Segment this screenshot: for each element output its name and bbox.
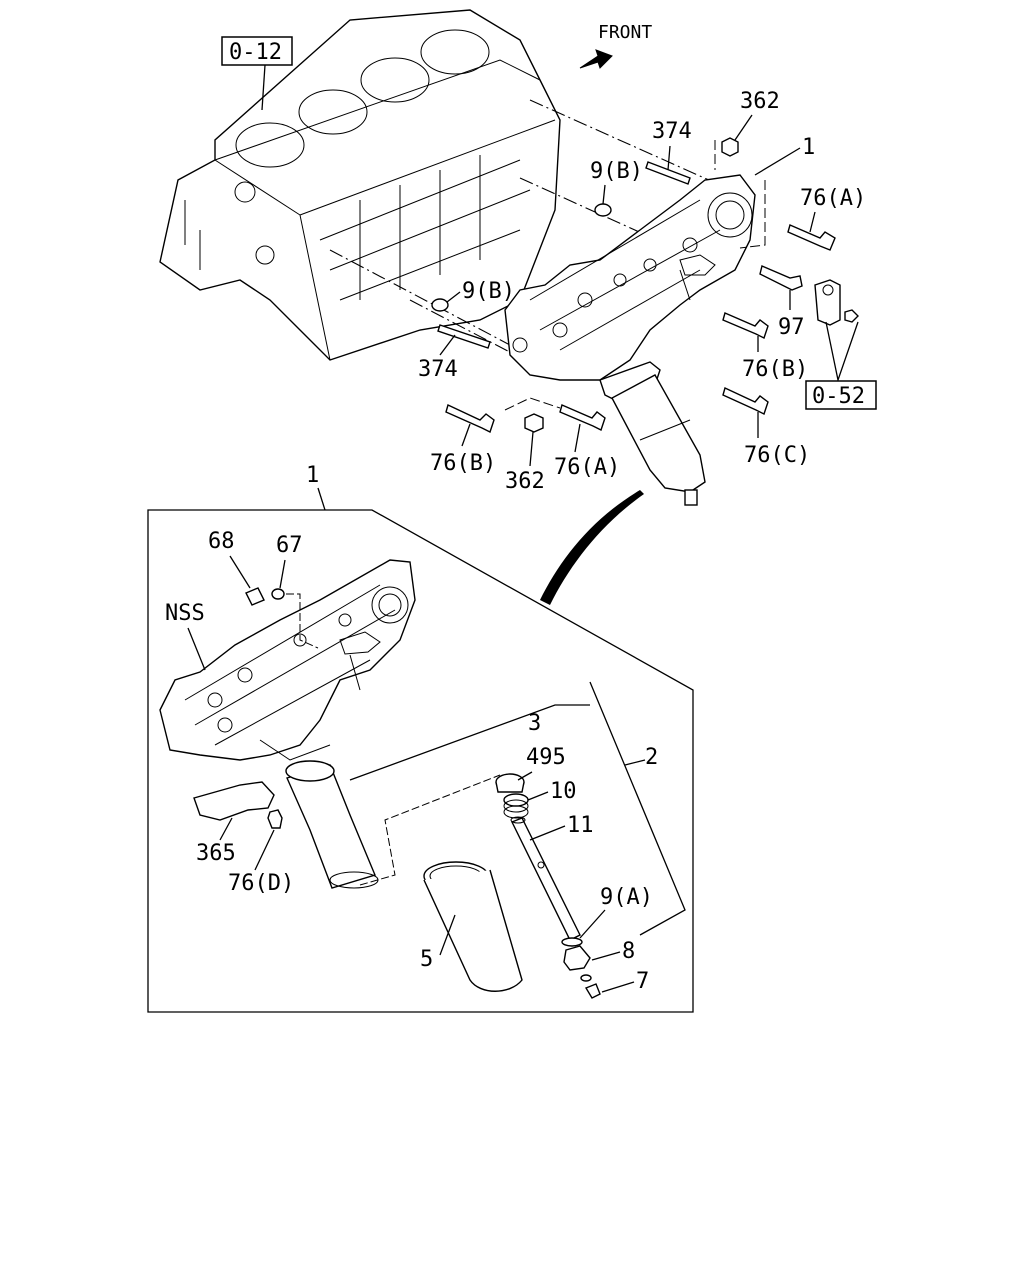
drain-plug-8 (563, 945, 591, 971)
label-nss: NSS (165, 601, 205, 626)
bolt-76c (722, 387, 769, 415)
nut-362-bottom (524, 413, 544, 433)
callout-2: 2 (645, 745, 658, 770)
detail-frame (147, 509, 694, 1013)
callout-76a-right: 76(A) (800, 186, 866, 211)
callout-67: 67 (276, 533, 303, 558)
bracket-365 (193, 781, 275, 821)
callout-365: 365 (196, 841, 236, 866)
oil-cooler-assembly (504, 174, 756, 506)
stud-97 (759, 265, 803, 291)
engine-block (159, 9, 561, 361)
front-label: FRONT (598, 22, 652, 43)
ref-0-52-label: 0-52 (812, 384, 865, 409)
callout-1-top: 1 (802, 135, 815, 160)
oring-9b-mid (431, 298, 449, 312)
oil-cooler-detail (159, 559, 416, 761)
bolt-76b-right (722, 312, 769, 339)
bolt-76a-bottom (559, 404, 606, 431)
stud-374-mid (437, 324, 491, 349)
filter-case-5 (423, 861, 523, 992)
plug-68 (245, 587, 265, 606)
cap-495 (495, 773, 525, 793)
callout-97: 97 (778, 315, 805, 340)
pipe-11 (510, 816, 581, 941)
filter-element-3 (285, 760, 379, 889)
callout-362-top: 362 (740, 89, 780, 114)
callout-362-bottom: 362 (505, 469, 545, 494)
callout-10: 10 (550, 779, 577, 804)
callout-9b-top: 9(B) (590, 159, 643, 184)
callout-8: 8 (622, 939, 635, 964)
front-arrow-icon (579, 49, 613, 69)
spring-10 (503, 793, 529, 819)
stud-374-top (645, 161, 691, 185)
callout-5: 5 (420, 947, 433, 972)
ref-box-0-52[interactable]: 0-52 (805, 380, 877, 410)
ref-box-0-12[interactable]: 0-12 (221, 36, 293, 66)
ref-0-12-label: 0-12 (229, 40, 282, 65)
callout-374-mid: 374 (418, 357, 458, 382)
nut-362-top (721, 137, 739, 157)
oring-67 (271, 588, 285, 600)
callout-7: 7 (636, 969, 649, 994)
callout-9b-mid: 9(B) (462, 279, 515, 304)
oring-9b-top (594, 203, 612, 217)
bolt-76b-bottom (445, 404, 495, 433)
oring-7a (580, 974, 592, 982)
callout-76b-right: 76(B) (742, 357, 808, 382)
callout-9a: 9(A) (600, 885, 653, 910)
bolt-76a-right (787, 224, 836, 251)
callout-1-detail: 1 (306, 463, 319, 488)
bolt-76d (267, 809, 283, 829)
transition-arrow-icon (540, 490, 644, 605)
bolt-7 (584, 983, 601, 999)
callout-76c: 76(C) (744, 443, 810, 468)
callout-3: 3 (528, 711, 541, 736)
callout-76b-bottom: 76(B) (430, 451, 496, 476)
callout-68: 68 (208, 529, 235, 554)
callout-495: 495 (526, 745, 566, 770)
callout-374-top: 374 (652, 119, 692, 144)
bracket-0-52 (814, 279, 859, 326)
washer-9a (561, 937, 583, 947)
callout-76d: 76(D) (228, 871, 294, 896)
callout-76a-bottom: 76(A) (554, 455, 620, 480)
callout-11: 11 (567, 813, 594, 838)
